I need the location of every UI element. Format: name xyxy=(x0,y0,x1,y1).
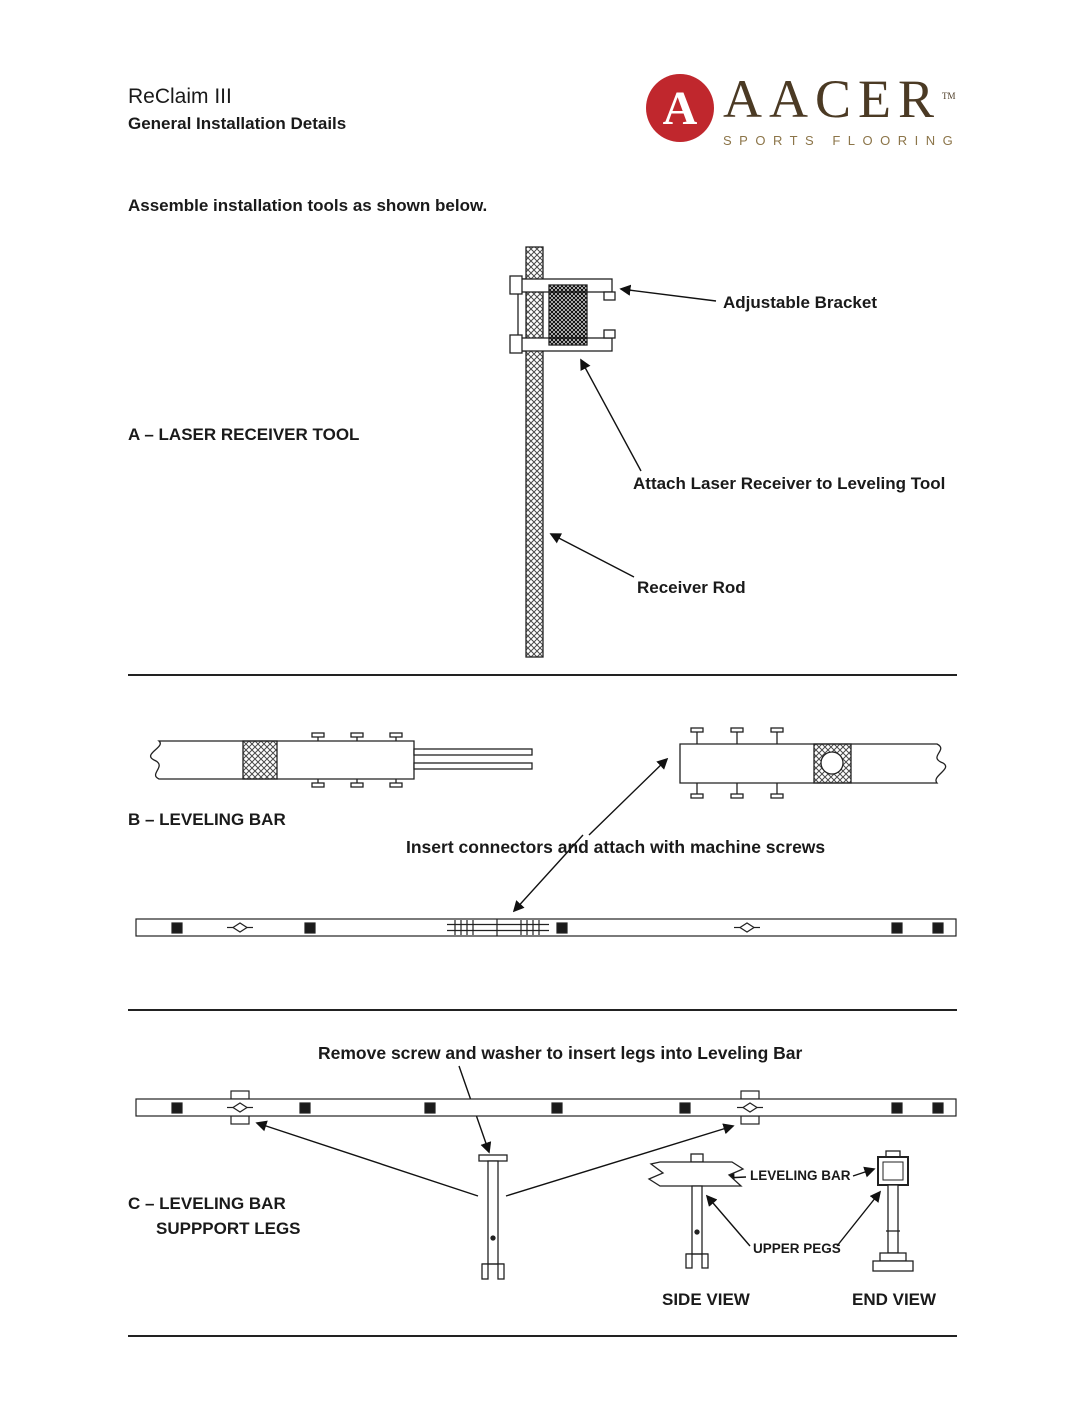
page-title: ReClaim III xyxy=(128,85,232,108)
connector-rod xyxy=(413,748,533,756)
leveling-bar-with-leg-slots xyxy=(135,1090,957,1125)
brand-logo: A AACERTM SPORTS FLOORING xyxy=(646,72,960,148)
upper-peg-shape xyxy=(690,1153,704,1163)
callout-leveling-bar: LEVELING BAR xyxy=(750,1168,851,1183)
leveling-bar-right-piece xyxy=(679,727,947,799)
receiver-rod-shape xyxy=(525,246,544,658)
end-view-caption: END VIEW xyxy=(852,1290,937,1309)
leveling-bar-left-piece xyxy=(150,732,533,788)
laser-receiver-block xyxy=(548,284,588,346)
assembled-leveling-bar xyxy=(135,918,957,937)
adjustable-bracket-shape xyxy=(509,275,616,354)
connector-rod xyxy=(413,762,533,770)
end-view-diagram xyxy=(872,1150,914,1272)
section-b-label: B – LEVELING BAR xyxy=(128,810,286,829)
callout-adjustable-bracket: Adjustable Bracket xyxy=(723,293,877,312)
side-view-caption: SIDE VIEW xyxy=(662,1290,750,1309)
page-subtitle: General Installation Details xyxy=(128,114,347,133)
logo-tagline: SPORTS FLOORING xyxy=(723,133,961,148)
logo-trademark: TM xyxy=(942,91,956,101)
callout-upper-pegs: UPPER PEGS xyxy=(753,1241,841,1256)
section-c-label-line2: SUPPPORT LEGS xyxy=(156,1219,301,1238)
bar-joint-connector xyxy=(447,919,549,936)
logo-text: AACERTM SPORTS FLOORING xyxy=(723,72,960,148)
logo-monogram-icon: A xyxy=(646,74,714,142)
section-a-arrows xyxy=(549,284,717,578)
section-divider-lines xyxy=(128,674,957,1337)
callout-insert-connectors: Insert connectors and attach with machin… xyxy=(406,837,826,857)
section-a-label: A – LASER RECEIVER TOOL xyxy=(128,425,360,444)
laser-receiver-tool-diagram xyxy=(509,246,616,658)
logo-monogram-letter: A xyxy=(662,81,698,135)
callout-remove-screw: Remove screw and washer to insert legs i… xyxy=(318,1043,803,1063)
section-c-arrows xyxy=(255,1065,882,1247)
side-view-diagram xyxy=(647,1153,745,1269)
support-leg-shape xyxy=(478,1154,508,1280)
intro-text: Assemble installation tools as shown bel… xyxy=(128,196,488,215)
callout-receiver-rod: Receiver Rod xyxy=(637,578,746,597)
section-b-arrows xyxy=(512,757,669,913)
callout-attach-laser-receiver: Attach Laser Receiver to Leveling Tool xyxy=(633,474,946,493)
section-c-label-line1: C – LEVELING BAR xyxy=(128,1194,286,1213)
logo-brand-name: AACERTM xyxy=(723,69,956,129)
